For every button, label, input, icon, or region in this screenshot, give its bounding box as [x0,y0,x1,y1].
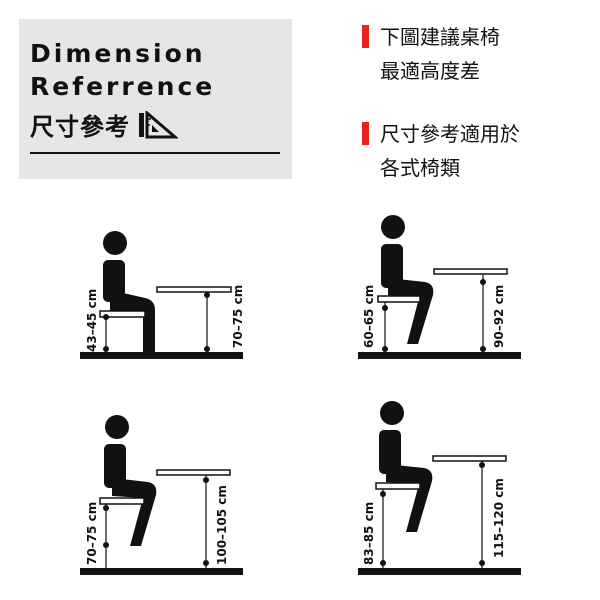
person-legs [388,278,434,344]
person-head [380,401,404,425]
height-marker [480,346,486,352]
note-2-accent-bar [362,122,369,145]
person-legs [386,464,433,532]
height-marker [479,462,485,468]
floor [358,352,521,359]
height-marker [380,491,386,497]
table-top [433,268,508,275]
person-head [103,231,127,255]
title-line-3: 尺寸參考 [30,107,178,142]
height-marker [382,346,388,352]
person-torso [103,260,125,302]
note-2-line-1: 尺寸參考適用於 [380,122,520,146]
height-marker [380,560,386,566]
table-top [156,469,231,476]
person-torso [381,244,403,288]
table-height-label: 90–92 cm [492,285,506,348]
height-marker [479,560,485,566]
title-line-2: Referrence [30,72,216,101]
height-marker [103,346,109,352]
height-marker [103,542,109,548]
floor [80,568,243,575]
note-2-line-2: 各式椅類 [380,156,460,180]
height-marker [480,279,486,285]
title-chinese: 尺寸參考 [30,113,130,141]
height-marker [204,346,210,352]
table-height-label: 70–75 cm [231,285,245,348]
height-marker [203,477,209,483]
floor [80,352,243,359]
height-marker [204,292,210,298]
person-head [105,415,129,439]
note-1-accent-bar [362,25,369,48]
scene-high-chair: 70–75 cm 100–105 cm [0,400,300,600]
chair-seat [99,310,146,318]
height-marker [103,505,109,511]
title-panel: Dimension Referrence 尺寸參考 [19,19,292,179]
chair-seat [99,497,145,505]
title-rule [30,152,280,154]
title-line-1: Dimension [30,39,206,68]
seat-height-label: 60–65 cm [362,285,376,348]
table-top [156,286,232,293]
chair-seat [375,482,421,490]
person-head [381,215,405,239]
person-legs [112,478,157,546]
table-height-label: 100–105 cm [215,485,229,565]
note-1-line-2: 最適高度差 [380,59,480,83]
table-top [432,455,507,462]
triangle-ruler-icon [139,110,178,138]
person-legs [110,290,155,352]
scene-mid-stool: 60–65 cm 90–92 cm [300,200,600,400]
seat-height-label: 43–45 cm [85,289,99,352]
scene-low-chair: 43–45 cm 70–75 cm [0,200,300,400]
table-height-label: 115–120 cm [492,478,506,558]
seat-height-label: 83–85 cm [362,502,376,565]
height-marker [203,560,209,566]
scene-bar-stool: 83–85 cm 115–120 cm [300,400,600,600]
person-torso [379,430,401,474]
chair-seat [377,295,421,303]
person-torso [104,444,126,488]
floor [358,568,521,575]
seat-height-label: 70–75 cm [85,502,99,565]
note-1-line-1: 下圖建議桌椅 [380,25,500,49]
height-marker [103,314,109,320]
height-marker [382,305,388,311]
